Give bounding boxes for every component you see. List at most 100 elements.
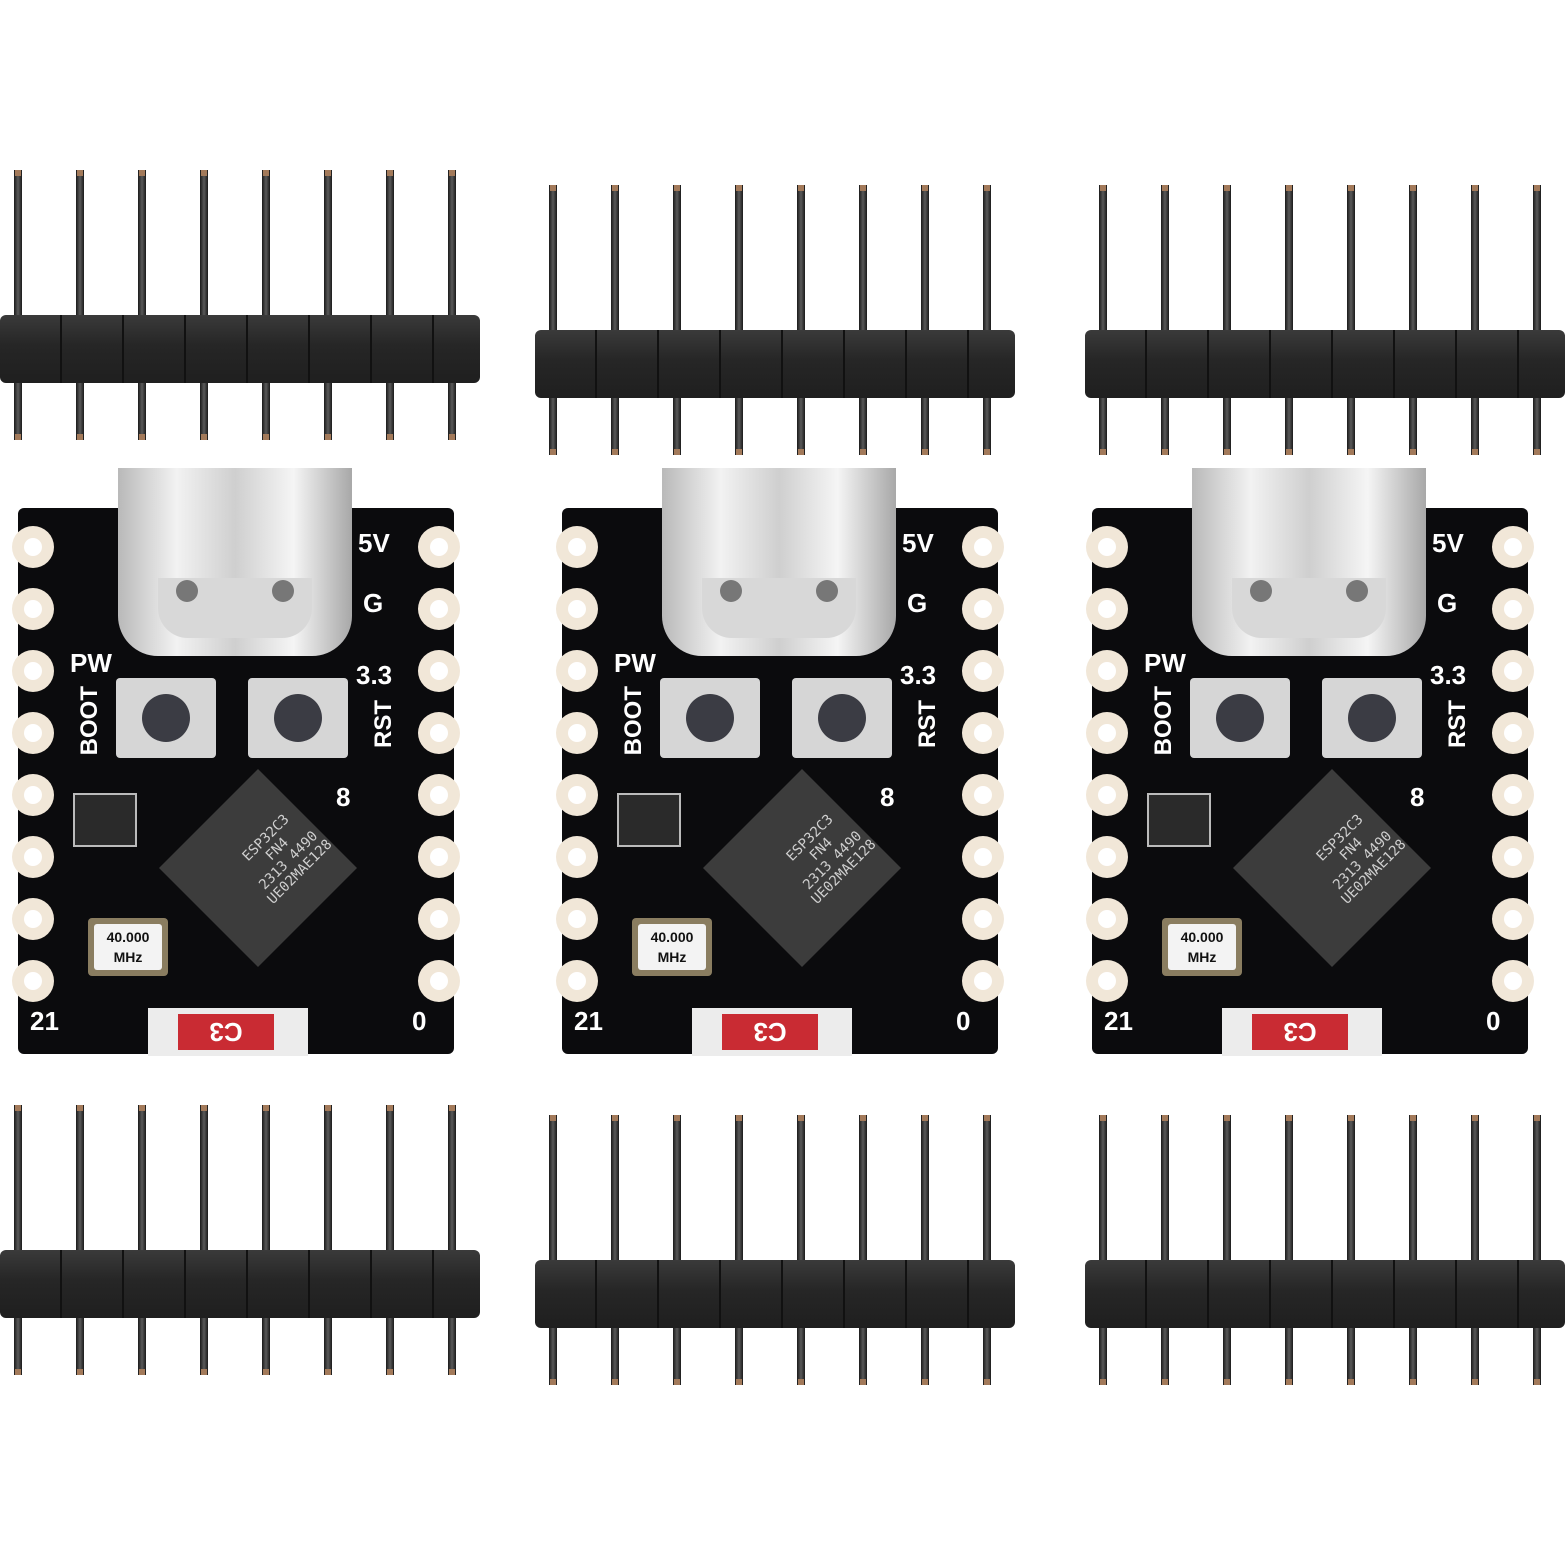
c3-label: C3 (722, 1014, 818, 1050)
pin-header (0, 170, 480, 440)
castellated-pad (418, 960, 460, 1002)
header-pin (921, 185, 929, 455)
castellated-pad (556, 526, 598, 568)
label-3v3: 3.3 (356, 660, 393, 690)
label-boot: BOOT (1150, 686, 1177, 756)
usb-mount-hole (176, 580, 198, 602)
label-pw: PW (614, 648, 656, 678)
crystal-unit: MHz (657, 949, 687, 965)
header-pin (1161, 185, 1169, 455)
pin-header (1085, 185, 1565, 455)
castellated-pad (12, 712, 54, 754)
castellated-pad (1492, 774, 1534, 816)
header-pin (76, 170, 84, 440)
castellated-pad (12, 650, 54, 692)
castellated-pad (1492, 836, 1534, 878)
castellated-pad (556, 898, 598, 940)
castellated-pad (1086, 836, 1128, 878)
label-g: G (363, 588, 384, 618)
castellated-pad (1492, 960, 1534, 1002)
castellated-pad (556, 836, 598, 878)
header-pin (448, 1105, 456, 1375)
castellated-pad (418, 836, 460, 878)
usb-mount-hole (816, 580, 838, 602)
castellated-pad (418, 712, 460, 754)
header-plastic-body (0, 1250, 480, 1318)
castellated-pad (1492, 650, 1534, 692)
castellated-pad (1492, 526, 1534, 568)
header-pin (386, 170, 394, 440)
crystal-unit: MHz (113, 949, 143, 965)
reset-button (248, 678, 348, 758)
usb-mount-hole (1250, 580, 1272, 602)
header-pin (1099, 1115, 1107, 1385)
header-pin (549, 1115, 557, 1385)
regulator (617, 793, 681, 847)
regulator (1147, 793, 1211, 847)
castellated-pad (962, 774, 1004, 816)
crystal-freq: 40.000 (106, 929, 150, 945)
label-5v: 5V (358, 528, 390, 558)
header-pin (1471, 185, 1479, 455)
label-8: 8 (880, 782, 895, 812)
castellated-pad (12, 960, 54, 1002)
label-8: 8 (1410, 782, 1425, 812)
castellated-pad (12, 526, 54, 568)
boot-button (116, 678, 216, 758)
header-pin (797, 1115, 805, 1385)
header-pin (76, 1105, 84, 1375)
label-pw: PW (1144, 648, 1186, 678)
header-pin (1533, 185, 1541, 455)
c3-label: C3 (1252, 1014, 1348, 1050)
header-pin (1409, 185, 1417, 455)
header-pin (262, 170, 270, 440)
castellated-pad (962, 960, 1004, 1002)
usb-c-connector (118, 468, 352, 656)
castellated-pad (556, 650, 598, 692)
castellated-pad (1086, 898, 1128, 940)
castellated-pad (1086, 650, 1128, 692)
header-pin (921, 1115, 929, 1385)
label-rst: RST (914, 700, 941, 748)
castellated-pad (1086, 588, 1128, 630)
header-pin (1099, 185, 1107, 455)
header-pin (386, 1105, 394, 1375)
pin-header (0, 1105, 480, 1375)
header-pin (14, 170, 22, 440)
castellated-pad (962, 712, 1004, 754)
header-pin (138, 1105, 146, 1375)
header-pin (859, 185, 867, 455)
castellated-pad (12, 898, 54, 940)
header-pin (797, 185, 805, 455)
label-rst: RST (1444, 700, 1471, 748)
crystal-freq: 40.000 (650, 929, 694, 945)
boot-button (660, 678, 760, 758)
usb-c-connector (1192, 468, 1426, 656)
castellated-pad (418, 526, 460, 568)
header-plastic-body (535, 330, 1015, 398)
label-g: G (907, 588, 928, 618)
header-pin (611, 1115, 619, 1385)
header-plastic-body (0, 315, 480, 383)
header-pin (673, 185, 681, 455)
header-pin (200, 170, 208, 440)
label-3v3: 3.3 (900, 660, 937, 690)
header-pin (448, 170, 456, 440)
label-0: 0 (956, 1006, 971, 1036)
header-pin (1285, 1115, 1293, 1385)
pin-header (535, 1115, 1015, 1385)
label-boot: BOOT (620, 686, 647, 756)
castellated-pad (12, 836, 54, 878)
castellated-pad (418, 588, 460, 630)
usb-mount-hole (1346, 580, 1368, 602)
pin-header (535, 185, 1015, 455)
header-pin (673, 1115, 681, 1385)
c3-chip-antenna: C3 (692, 1008, 852, 1056)
header-pin (14, 1105, 22, 1375)
crystal-freq: 40.000 (1180, 929, 1224, 945)
label-21: 21 (574, 1006, 603, 1036)
